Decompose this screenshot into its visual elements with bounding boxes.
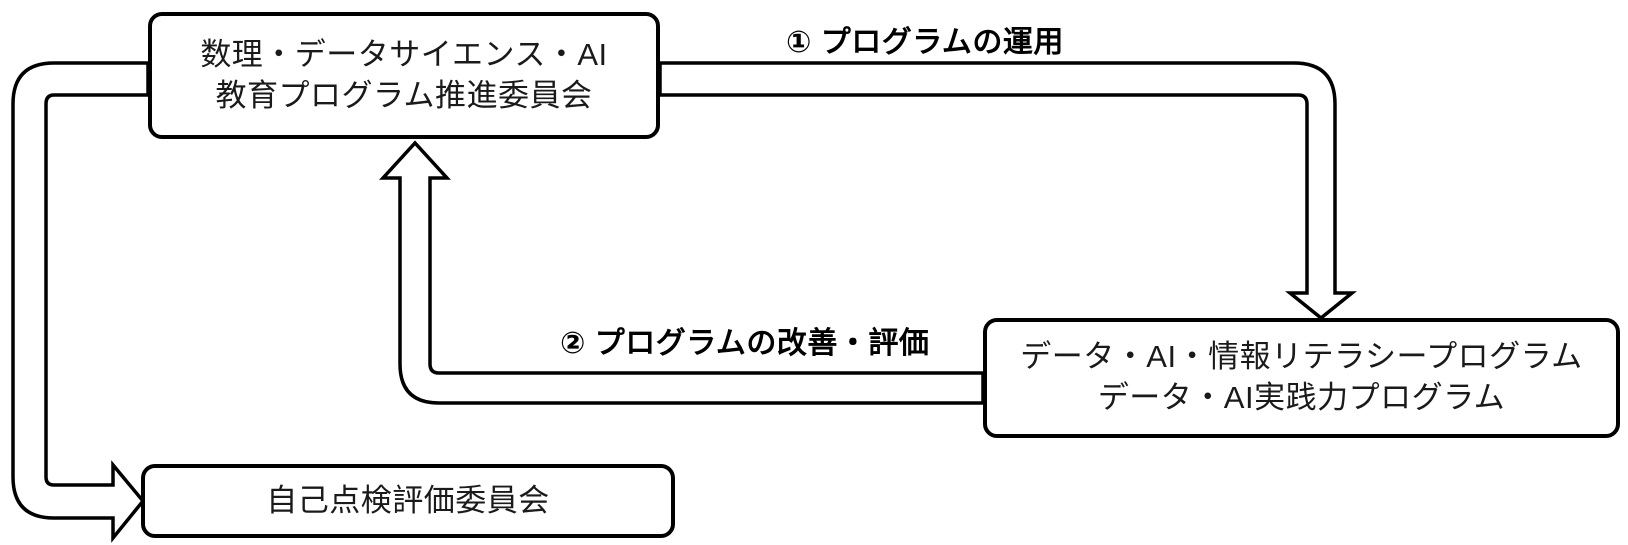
node-selfcheck-label: 自己点検評価委員会	[266, 482, 550, 518]
arrow-committee-to-selfcheck-block	[11, 61, 150, 543]
flow-label-operation: ① プログラムの運用	[786, 26, 1064, 59]
arrow-operation-block	[658, 61, 1357, 321]
flow-label-improve: ② プログラムの改善・評価	[560, 327, 930, 360]
node-programs-label: データ・AI・情報リテラシープログラム データ・AI実践力プログラム	[1020, 339, 1583, 415]
node-programs[interactable]: データ・AI・情報リテラシープログラム データ・AI実践力プログラム	[983, 318, 1620, 438]
node-committee-label: 数理・データサイエンス・AI 教育プログラム推進委員会	[200, 36, 608, 113]
node-committee[interactable]: 数理・データサイエンス・AI 教育プログラム推進委員会	[148, 12, 660, 139]
arrow-improve-block	[379, 140, 985, 405]
node-selfcheck[interactable]: 自己点検評価委員会	[141, 464, 675, 538]
